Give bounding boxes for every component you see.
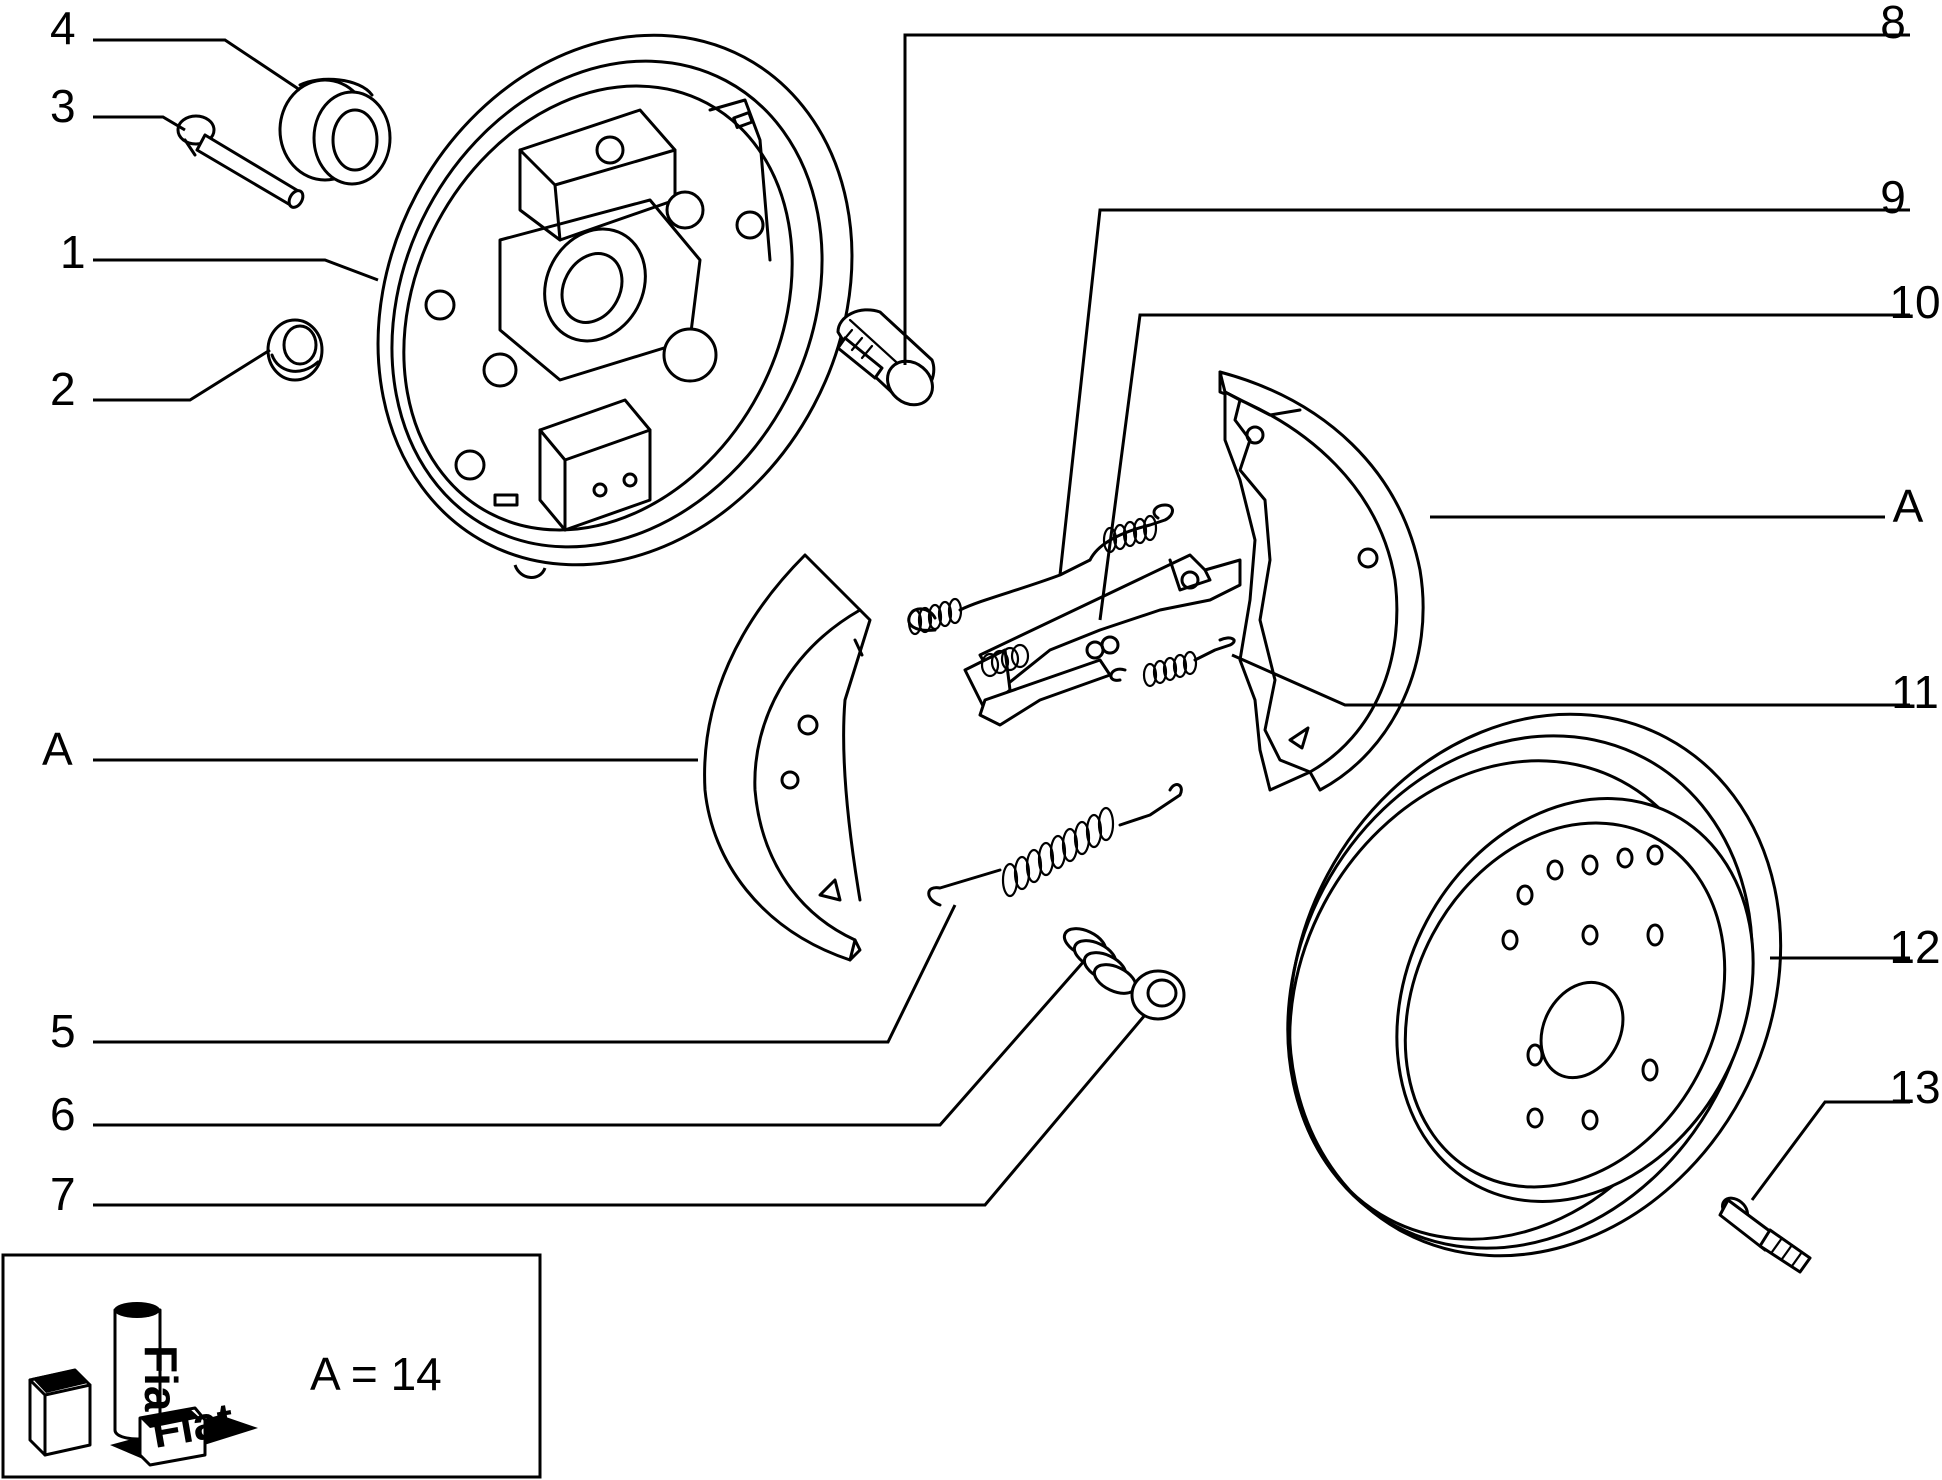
backing-plate <box>376 33 854 579</box>
callout-13: 13 <box>1889 1061 1940 1113</box>
brake-drum <box>1286 712 1783 1258</box>
leader-8 <box>903 33 1910 365</box>
hold-down-pin <box>176 114 305 209</box>
callout-2: 2 <box>50 363 76 415</box>
brake-shoe-right <box>1218 370 1425 792</box>
dust-cup <box>278 77 392 186</box>
legend-equation: A = 14 <box>310 1348 442 1400</box>
callout-a-left: A <box>42 723 73 775</box>
upper-spring <box>907 503 1174 636</box>
leader-2 <box>93 348 271 402</box>
leader-10 <box>1098 313 1910 621</box>
callout-labels: 4 3 1 2 A 5 6 7 8 9 10 A 11 12 13 <box>42 0 1941 1220</box>
callout-8: 8 <box>1880 0 1906 48</box>
spring-washer <box>1130 969 1186 1021</box>
callout-6: 6 <box>50 1088 76 1140</box>
leader-11 <box>1231 653 1910 707</box>
legend-box <box>1 1253 542 1479</box>
adjuster-strut <box>963 553 1242 727</box>
callout-10: 10 <box>1889 276 1940 328</box>
callout-a-right: A <box>1893 480 1924 532</box>
return-spring <box>927 783 1183 907</box>
lower-short-spring <box>1109 636 1236 688</box>
wheel-stud <box>1718 1196 1812 1274</box>
rubber-plug <box>266 318 324 382</box>
leader-6 <box>93 959 1087 1127</box>
lubricant-can-icon: Fiat <box>113 1302 187 1441</box>
callout-9: 9 <box>1880 171 1906 223</box>
leader-13 <box>1750 1100 1910 1201</box>
mounting-bolt <box>836 308 936 407</box>
grease-box-icon <box>28 1368 92 1457</box>
callout-3: 3 <box>50 80 76 132</box>
callout-11: 11 <box>1891 666 1939 718</box>
callout-4: 4 <box>50 2 76 54</box>
leader-9 <box>1058 208 1910 576</box>
hold-down-spring <box>1062 927 1138 995</box>
leader-lines <box>93 33 1910 1207</box>
leader-1 <box>93 258 379 282</box>
callout-5: 5 <box>50 1005 76 1057</box>
leader-4 <box>93 38 301 92</box>
leader-7 <box>93 1014 1147 1207</box>
lubricant-legend: Fiat Fiat A = 14 <box>1 1253 542 1479</box>
leader-3 <box>93 115 186 132</box>
callout-1: 1 <box>60 226 86 278</box>
callout-7: 7 <box>50 1168 76 1220</box>
callout-12: 12 <box>1889 921 1940 973</box>
leader-5 <box>93 904 957 1044</box>
brake-shoe-left <box>703 553 872 962</box>
